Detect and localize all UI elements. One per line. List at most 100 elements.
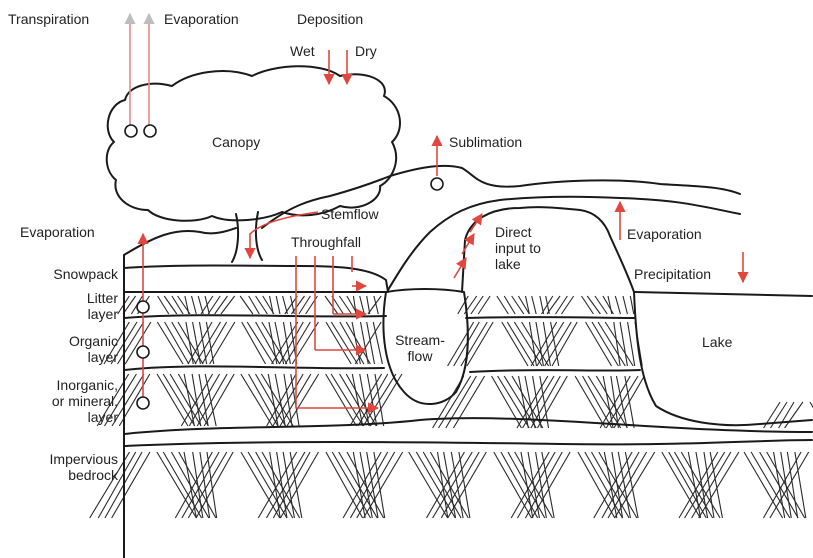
stemflow-label: Stemflow [321, 206, 379, 222]
hatch-line [471, 296, 483, 314]
hatch-line [785, 402, 803, 428]
hatch-line [242, 322, 266, 364]
hatch-line [192, 296, 197, 314]
hatch-line [536, 322, 543, 366]
hatch-line [285, 322, 310, 364]
hatch-line [215, 296, 228, 314]
litter-layer-bottom [124, 315, 634, 318]
evaporation-top-label: Evaporation [164, 11, 239, 27]
hatch-line [163, 452, 201, 518]
canopy-label: Canopy [212, 134, 260, 150]
hatch-line [353, 452, 365, 518]
hatch-line [595, 296, 607, 314]
mineral-layer-bottom [124, 418, 812, 434]
hatch-line [537, 322, 564, 366]
hatch-line [514, 322, 542, 366]
organic-pore-circle [137, 346, 149, 358]
hatch-line [331, 374, 363, 426]
hatch-line [556, 296, 568, 314]
hatch-line [744, 452, 783, 518]
litter-pore-circle [137, 301, 149, 313]
hatch-line [594, 452, 632, 518]
hatch-line [501, 452, 538, 518]
hatch-line [542, 296, 553, 314]
hatch-line [221, 296, 235, 314]
precipitation-label: Precipitation [634, 266, 711, 282]
mineral-pore-circle [137, 397, 149, 409]
hatch-line [360, 296, 365, 314]
hatch-line [779, 402, 794, 428]
hatch-line [326, 322, 351, 364]
hatch-line [165, 322, 189, 364]
hatch-line [587, 296, 600, 314]
hatch-line [453, 376, 484, 428]
hatch-line [630, 296, 633, 314]
hatch-line [125, 322, 151, 364]
hatch-line [771, 402, 788, 428]
hatch-line [615, 296, 620, 314]
litter-layer-label: Litter layer [24, 290, 118, 322]
hatch-line [461, 322, 487, 366]
bedrock-label: Impervious bedrock [14, 451, 118, 483]
hatch-line [201, 296, 213, 314]
hatch-line [270, 296, 274, 314]
hatch-line [360, 322, 368, 364]
hatch-line [283, 452, 294, 518]
hatch-line [326, 374, 357, 426]
hatch-line [164, 296, 177, 314]
evaporation-left-label: Evaporation [20, 224, 95, 240]
hatch-line [751, 452, 790, 518]
hatch-line [240, 296, 253, 314]
hatch-line [583, 376, 612, 428]
canopy-stoma-circle [125, 125, 137, 137]
hatch-line [478, 296, 490, 314]
direct-input-label: Direct input to lake [495, 224, 541, 272]
hatch-line [363, 374, 396, 426]
hatch-line [586, 322, 612, 366]
sublimation-label: Sublimation [449, 134, 522, 150]
hatch-line [502, 322, 528, 366]
hatch-line [325, 296, 338, 314]
hatch-line [562, 296, 574, 314]
hatch-line [172, 296, 183, 314]
hatch-line [467, 322, 493, 366]
wet-label: Wet [290, 43, 315, 59]
snowpack-label: Snowpack [24, 266, 118, 282]
deposition-label: Deposition [297, 11, 363, 27]
hatch-line [157, 322, 183, 364]
hatch-line [258, 452, 296, 518]
hatch-line [358, 374, 388, 426]
hatch-line [599, 452, 637, 518]
inorganic-layer-label: Inorganic, or mineral, layer [14, 377, 118, 425]
transpiration-label: Transpiration [8, 11, 89, 27]
hatch-line [532, 296, 537, 314]
hatch-line [497, 296, 508, 314]
hatch-line [163, 374, 195, 426]
throughfall-label: Throughfall [291, 234, 361, 250]
canopy-stoma-circle [144, 125, 156, 137]
direct-input-arrow-3 [470, 214, 482, 232]
soil-hatching [90, 296, 813, 518]
dry-label: Dry [355, 43, 377, 59]
hatch-line [208, 296, 220, 314]
hatch-line [185, 296, 189, 314]
hatch-line [299, 296, 311, 314]
hatch-line [547, 296, 560, 314]
hatch-line [158, 296, 169, 314]
hatch-line [241, 374, 273, 426]
hatch-line [604, 452, 616, 518]
hatch-line [204, 374, 234, 426]
hatch-line [202, 322, 226, 364]
evaporation-lake-label: Evaporation [627, 226, 702, 242]
hatch-line [182, 452, 219, 518]
bedrock-top [124, 440, 812, 446]
hatch-line [623, 296, 627, 314]
hatch-line [340, 322, 364, 364]
hatch-line [578, 452, 615, 518]
lake-label: Lake [702, 334, 732, 350]
hatch-line [674, 452, 712, 518]
organic-layer-label: Organic layer [24, 333, 118, 365]
snowpack-pore-circle [431, 178, 443, 190]
hatch-line [276, 296, 280, 314]
hatch-line [552, 322, 577, 366]
